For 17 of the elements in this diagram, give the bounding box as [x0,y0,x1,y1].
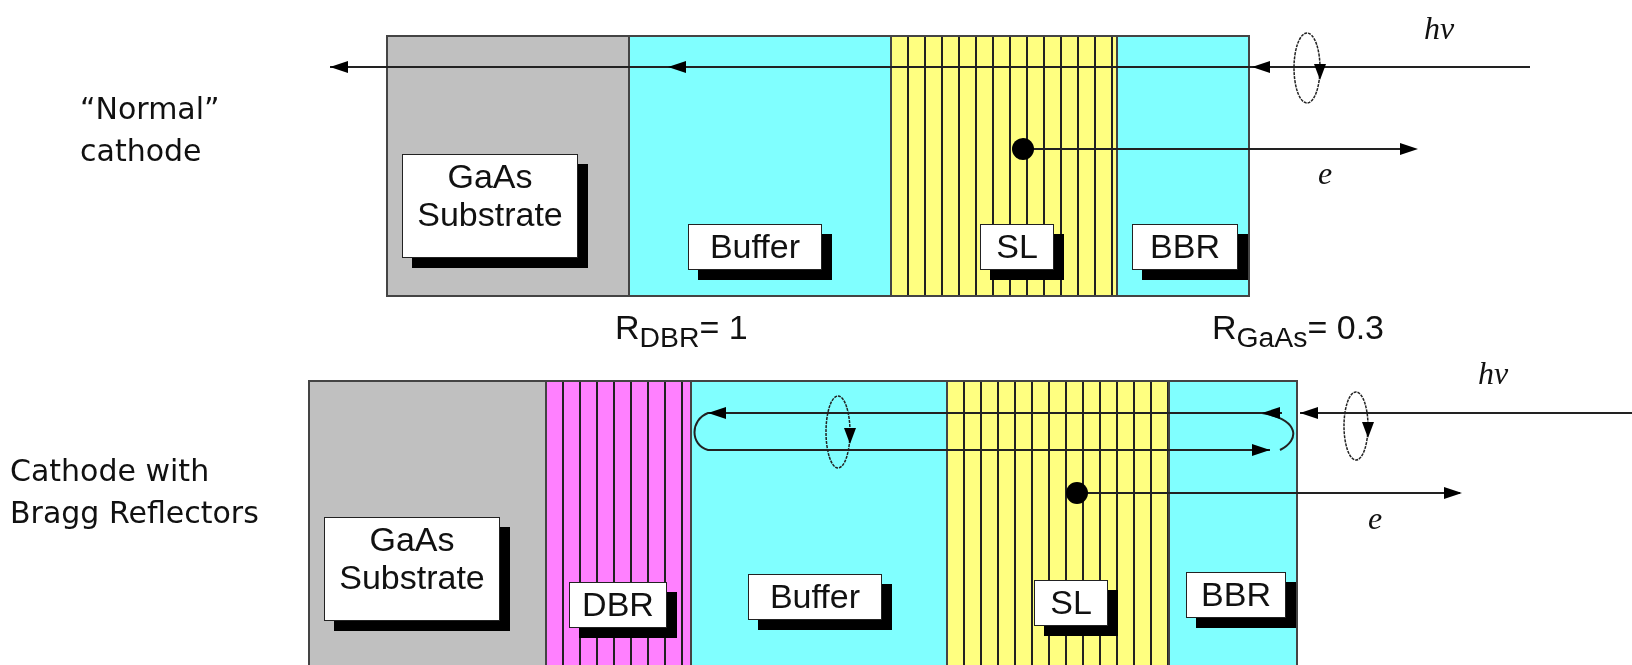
layer-block [1168,380,1298,665]
layer-block [308,380,547,665]
striped-layer [946,380,1170,665]
symbol-label: e [1318,155,1333,192]
symbol-label: hν [1478,355,1509,392]
striped-layer [545,380,692,665]
layer-block [690,380,948,665]
striped-layer [890,35,1118,297]
layer-block [628,35,892,297]
reflectivity-label: R$_{GaAs}$= 0.3 [1212,308,1384,354]
symbol-label: hν [1424,10,1455,47]
reflectivity-label: R$_{DBR}$= 1 [615,308,748,354]
side-label: Cathode with Bragg Reflectors [10,452,260,532]
layer-block [386,35,630,297]
side-label: “Normal” cathode [80,90,221,170]
symbol-label: e [1368,500,1383,537]
layer-block [1116,35,1250,297]
